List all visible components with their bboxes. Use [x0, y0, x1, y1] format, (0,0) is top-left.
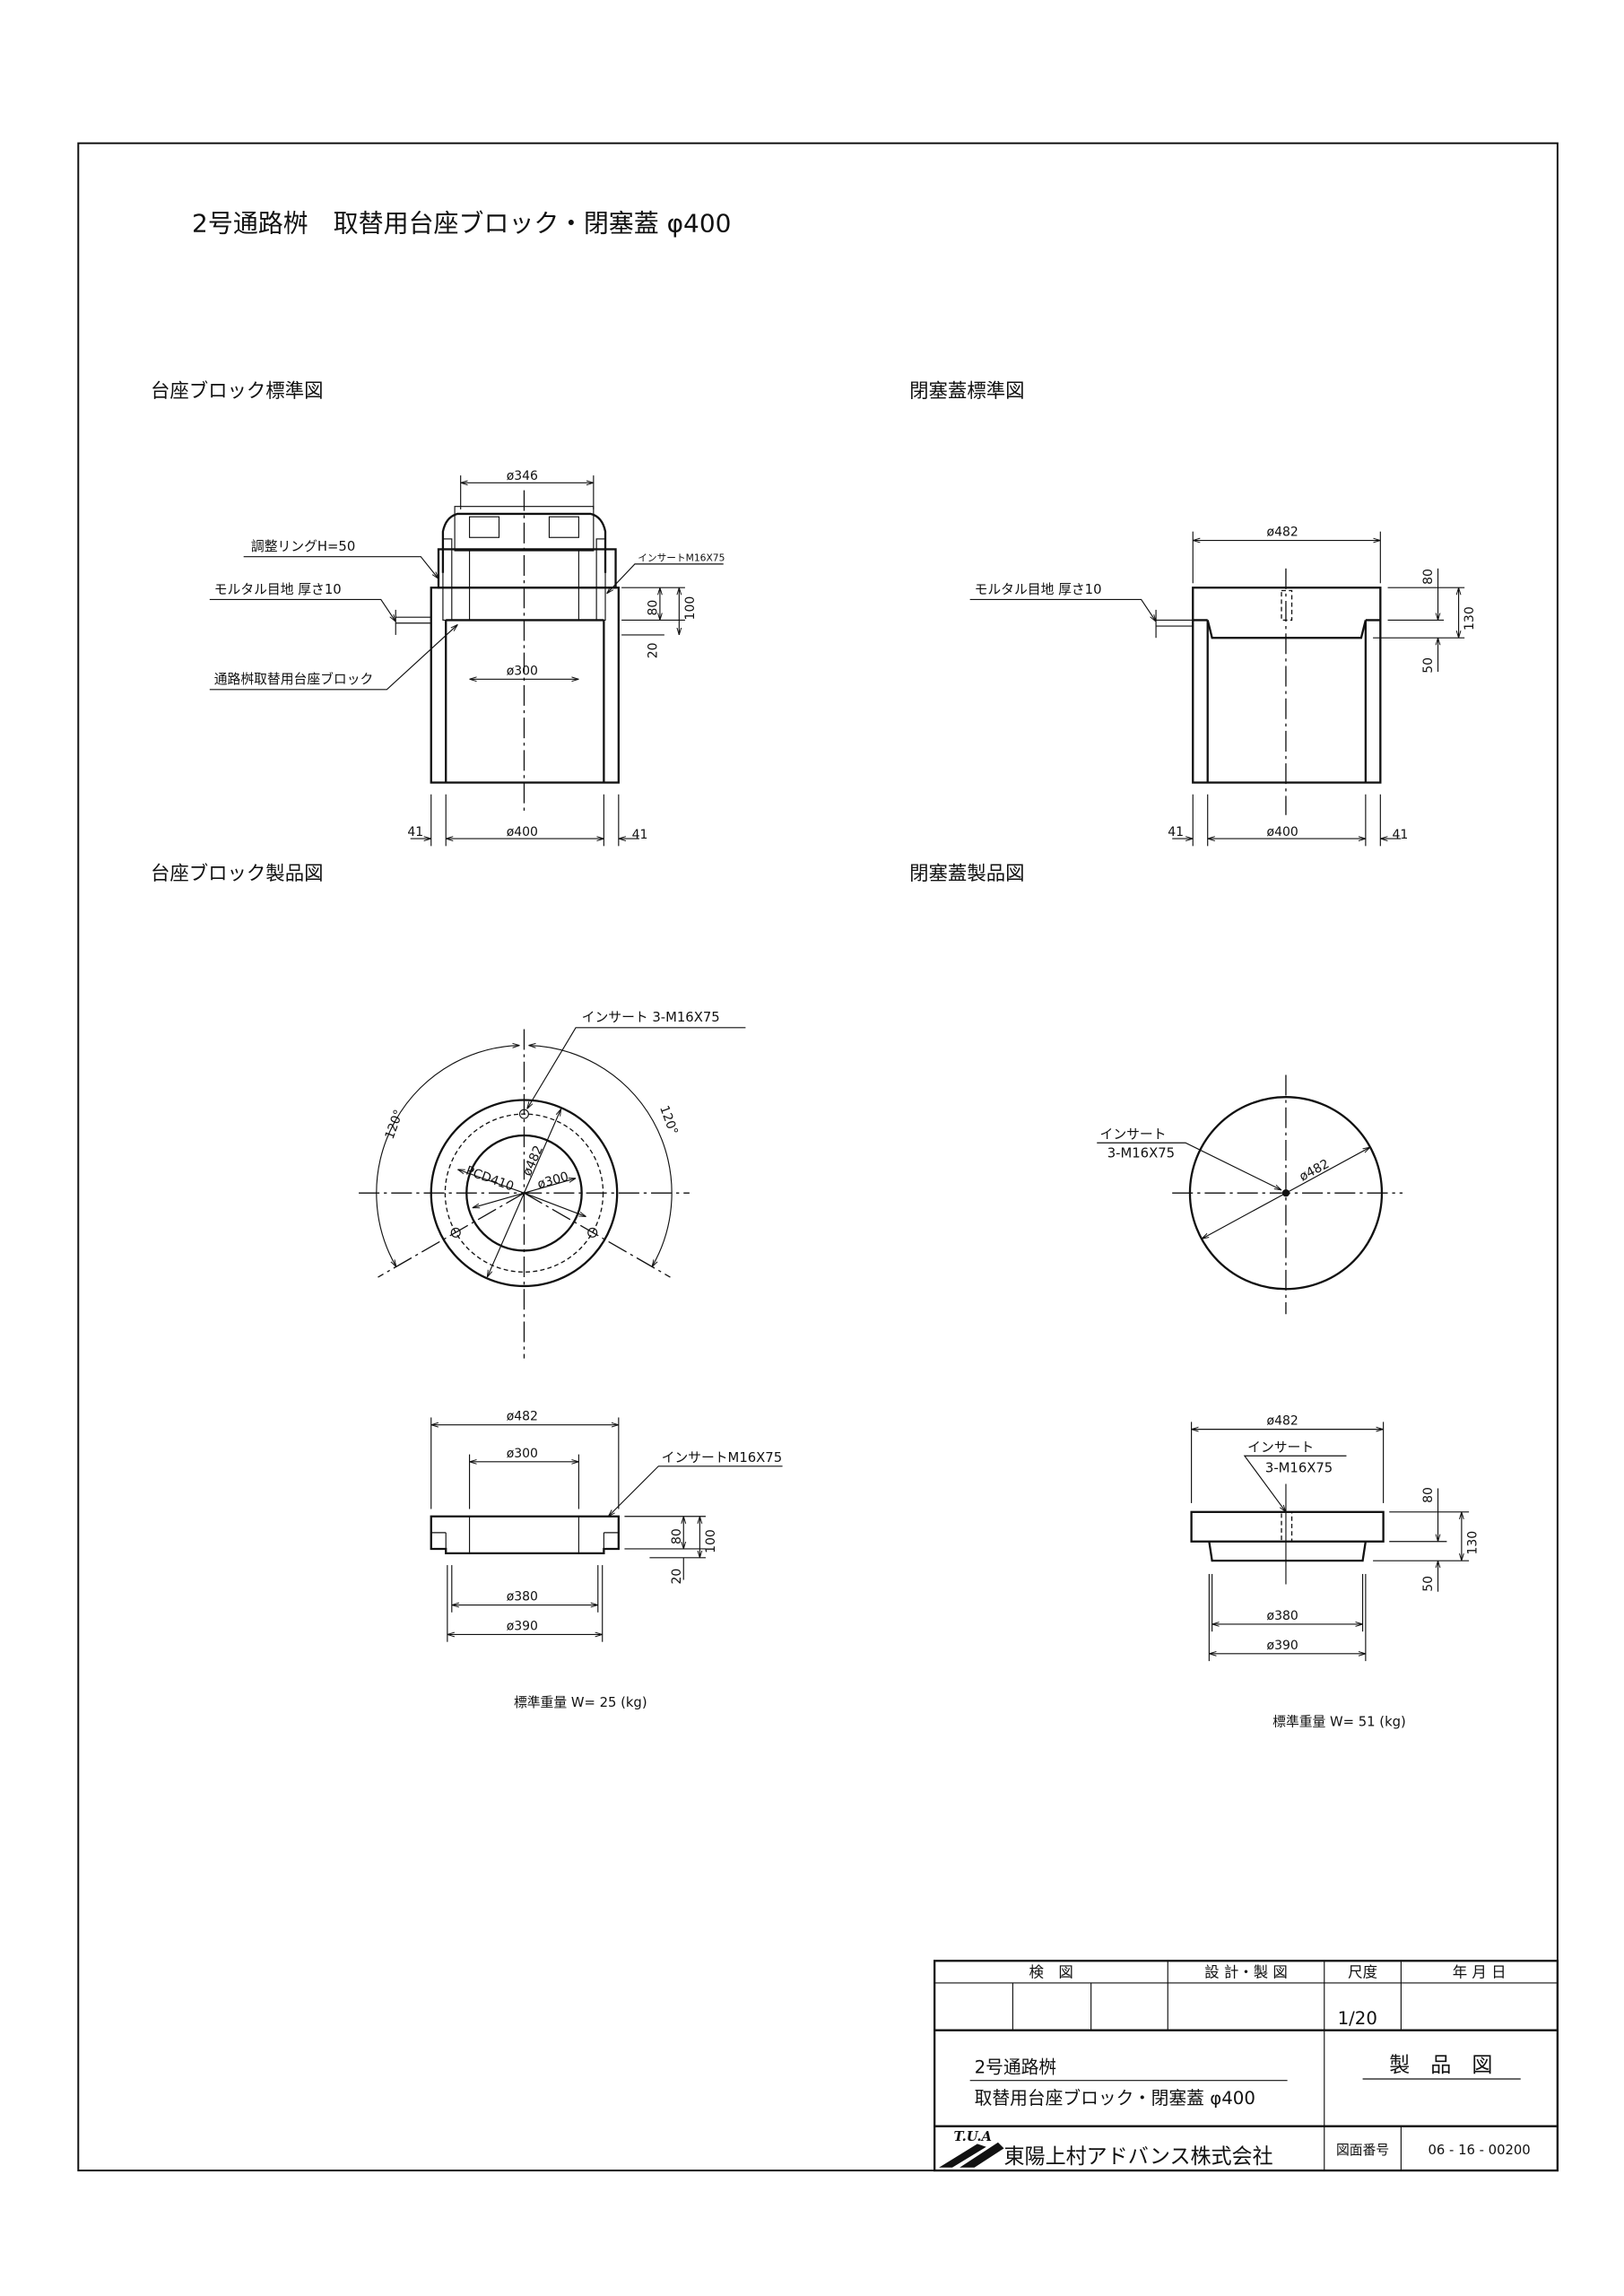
dim-phi482: ø482 [1267, 1414, 1298, 1429]
dim-phi482: ø482 [1267, 526, 1298, 540]
base-product-elevation: ø482 ø300 ø380 ø390 80 100 20 インサートM16X7… [430, 1410, 783, 1710]
note-insert-line1: インサート [1100, 1126, 1167, 1142]
document-type: 製 品 図 [1389, 2054, 1492, 2077]
section-label-base-product: 台座ブロック製品図 [151, 863, 324, 885]
note-insert-plan: インサート 3-M16X75 [582, 1010, 720, 1025]
cover-product-elevation: ø482 インサート 3-M16X75 ø380 ø390 80 130 50 … [1190, 1414, 1480, 1730]
note-adjust-ring: 調整リングH=50 [251, 539, 355, 554]
sheet-border [77, 142, 1559, 2172]
cover-product-plan: ø482 インサート 3-M16X75 [1097, 1074, 1403, 1315]
note-insert-line2: 3-M16X75 [1107, 1146, 1175, 1161]
dim-pcd410: PCD410 [464, 1164, 516, 1195]
drawing-number: 06 - 16 - 00200 [1429, 2143, 1531, 2158]
drawing-title: 2号通路桝 取替用台座ブロック・閉塞蓋 φ400 [192, 208, 731, 238]
dim-phi380: ø380 [1267, 1609, 1298, 1623]
weight-cover: 標準重量 W= 51 (kg) [1272, 1715, 1406, 1730]
angle-120-right: 120° [656, 1104, 681, 1137]
dim-phi482: ø482 [520, 1144, 546, 1178]
dim-20: 20 [647, 642, 661, 658]
note-base-block: 通路桝取替用台座ブロック [214, 671, 374, 687]
dim-phi300: ø300 [507, 664, 538, 678]
section-label-cover-product: 閉塞蓋製品図 [909, 863, 1024, 885]
dim-41-left: 41 [1168, 825, 1184, 839]
note-insert-elevation: インサートM16X75 [662, 1450, 783, 1465]
dim-41-right: 41 [1392, 828, 1408, 842]
header-date: 年 月 日 [1453, 1963, 1507, 1980]
dim-50: 50 [1421, 657, 1436, 674]
company-name: 東陽上村アドバンス株式会社 [1004, 2145, 1273, 2169]
dim-phi400: ø400 [1267, 825, 1298, 839]
weight-base: 標準重量 W= 25 (kg) [514, 1695, 647, 1710]
drawing-name-line1: 2号通路桝 [975, 2057, 1057, 2077]
note-insert-line2: 3-M16X75 [1265, 1460, 1333, 1475]
dim-phi482: ø482 [507, 1410, 538, 1424]
dim-50: 50 [1421, 1576, 1436, 1592]
dim-phi482: ø482 [1297, 1157, 1332, 1185]
dim-41-right: 41 [632, 828, 648, 842]
base-standard-drawing: ø346 ø300 ø400 41 41 80 100 20 調整リングH=50… [209, 469, 725, 847]
angle-120-left: 120° [383, 1108, 407, 1141]
note-insert-line1: インサート [1247, 1439, 1314, 1455]
title-block: 検 図 設 計・製 図 尺度 年 月 日 1/20 2号通路桝 取替用台座ブロッ… [933, 1960, 1559, 2172]
dim-phi346: ø346 [507, 469, 538, 483]
note-mortar-joint: モルタル目地 厚さ10 [214, 582, 342, 597]
dim-phi400: ø400 [507, 825, 538, 839]
note-insert: インサートM16X75 [638, 552, 725, 564]
dim-100: 100 [704, 1529, 718, 1553]
dim-100: 100 [683, 596, 698, 621]
header-check: 検 図 [1029, 1963, 1073, 1980]
header-design: 設 計・製 図 [1204, 1963, 1288, 1980]
dim-130: 130 [1465, 1531, 1480, 1555]
section-label-base-standard: 台座ブロック標準図 [151, 380, 324, 403]
dim-phi300: ø300 [536, 1170, 570, 1192]
dim-phi390: ø390 [1267, 1639, 1298, 1653]
dim-80: 80 [647, 600, 661, 616]
header-scale: 尺度 [1348, 1963, 1377, 1980]
dim-80: 80 [670, 1528, 684, 1544]
dim-20: 20 [670, 1569, 684, 1585]
svg-text:T.U.A: T.U.A [954, 2129, 992, 2144]
scale-value: 1/20 [1338, 2008, 1377, 2029]
note-mortar-joint: モルタル目地 厚さ10 [975, 582, 1102, 597]
drawing-number-label: 図面番号 [1336, 2143, 1389, 2158]
dim-41-left: 41 [407, 825, 423, 839]
dim-80: 80 [1421, 569, 1436, 585]
section-label-cover-standard: 閉塞蓋標準図 [909, 380, 1024, 403]
drawing-name-line2: 取替用台座ブロック・閉塞蓋 φ400 [975, 2088, 1255, 2109]
dim-phi390: ø390 [507, 1620, 538, 1634]
dim-phi300: ø300 [507, 1447, 538, 1461]
dim-phi380: ø380 [507, 1590, 538, 1605]
dim-130: 130 [1463, 606, 1477, 631]
base-product-plan: 120° 120° インサート 3-M16X75 PCD410 ø482 ø30… [359, 1010, 746, 1359]
cover-standard-drawing: ø482 ø400 41 41 80 130 50 モルタル目地 厚さ10 [969, 526, 1477, 847]
dim-80: 80 [1421, 1487, 1436, 1503]
company-logo: T.U.A [939, 2129, 1004, 2168]
